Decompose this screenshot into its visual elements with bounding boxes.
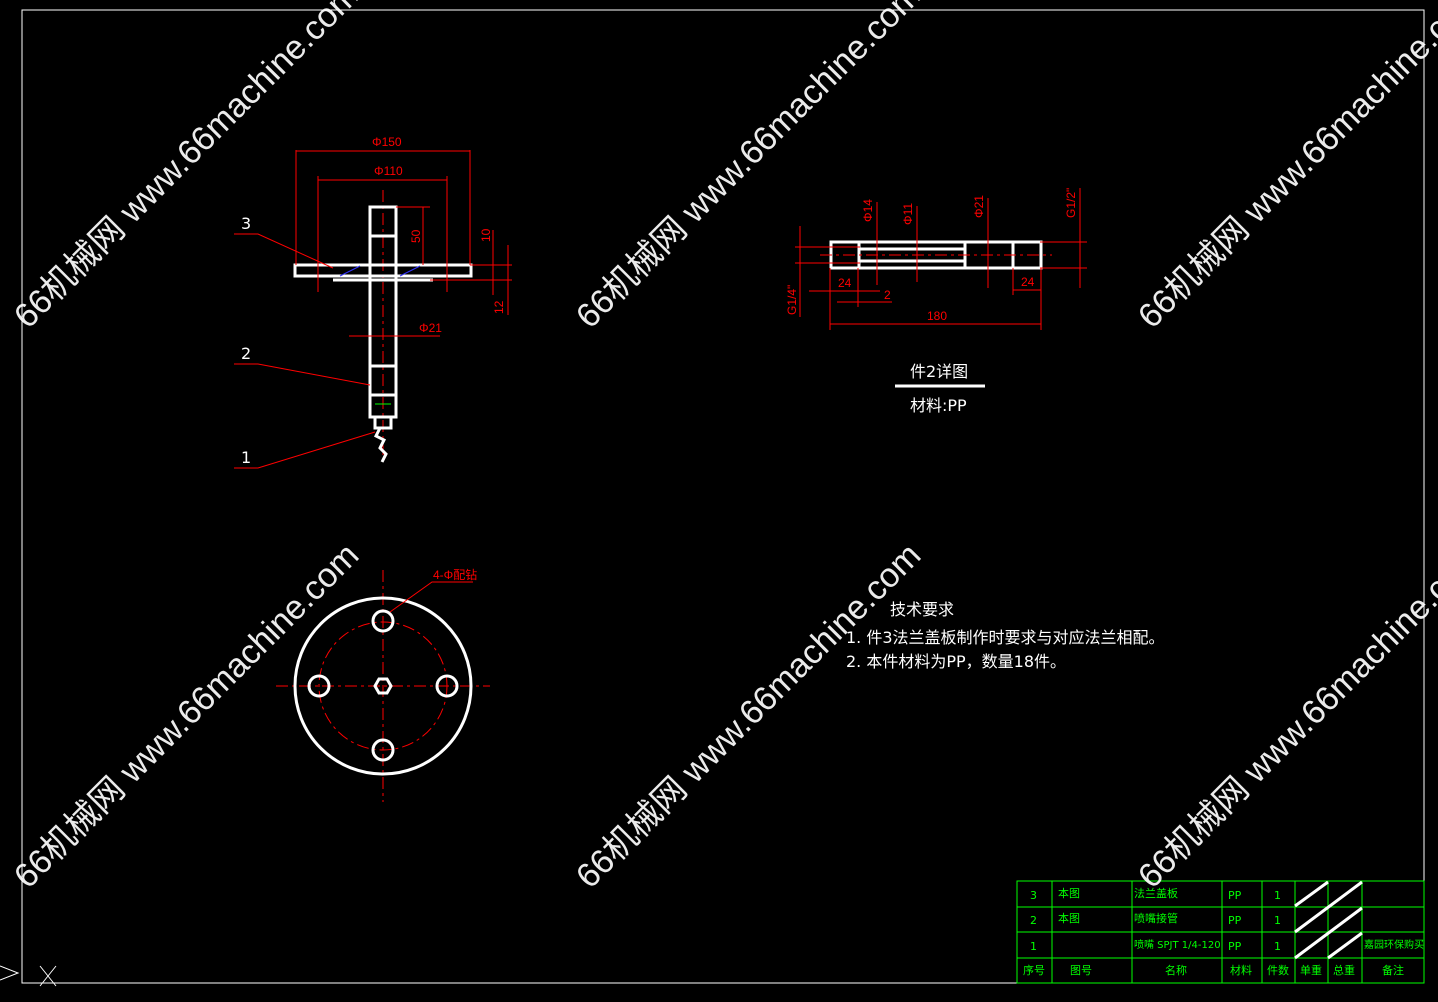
tech-requirements: 技术要求 1. 件3法兰盖板制作时要求与对应法兰相配。 2. 本件材料为PP，数… (846, 600, 1165, 671)
dim-h50: 50 (409, 229, 423, 243)
dim-g12: G1/2" (1064, 188, 1078, 218)
bom-h-totalwt: 总重 (1333, 963, 1355, 977)
watermark: 66机械网 www.66machine.com (7, 0, 367, 336)
bom-r3-no: 3 (1030, 889, 1037, 902)
dim-t10: 10 (479, 228, 493, 242)
watermark: 66机械网 www.66machine.com (1131, 536, 1438, 896)
bom-r3-qty: 1 (1274, 889, 1281, 902)
hole-note: 4-Φ配钻 (433, 567, 477, 582)
detail-material: 材料:PP (910, 396, 967, 415)
dim-d11: Φ11 (901, 203, 915, 225)
bom-table: 3 本图 法兰盖板 PP 1 2 本图 喷嘴接管 PP 1 1 喷嘴 SPJT … (1016, 880, 1425, 984)
watermark: 66机械网 www.66machine.com (7, 536, 367, 896)
bom-r2-dwg: 本图 (1058, 911, 1080, 925)
detail-view-part2: Φ14 Φ11 Φ21 G1/2" G1/4" 24 2 24 180 件2详图… (785, 188, 1087, 415)
leader-1: 1 (241, 448, 251, 467)
watermark: 66机械网 www.66machine.com (569, 536, 929, 896)
tech-item-2: 2. 本件材料为PP，数量18件。 (846, 652, 1066, 671)
dim-g14: G1/4" (785, 285, 799, 315)
watermark: 66机械网 www.66machine.com (569, 0, 929, 336)
bom-r2-mat: PP (1228, 914, 1242, 927)
ucs-icon (0, 965, 57, 987)
detail-title: 件2详图 (910, 362, 968, 381)
leader-2: 2 (241, 344, 251, 363)
dim-d110: Φ110 (374, 164, 403, 178)
dim-d14: Φ14 (861, 199, 875, 222)
bom-h-unitwt: 单重 (1300, 963, 1322, 977)
watermarks: 66机械网 www.66machine.com 66机械网 www.66mach… (7, 0, 1438, 896)
dim-d21: Φ21 (972, 195, 986, 218)
dim-l24a: 24 (838, 276, 852, 290)
dim-d21: Φ21 (419, 321, 442, 335)
assembly-view: Φ150 Φ110 50 10 12 Φ21 3 2 1 (234, 135, 512, 469)
bom-r1-qty: 1 (1274, 940, 1281, 953)
leader-3: 3 (241, 214, 251, 233)
drawing-border (21, 9, 1425, 984)
dim-d150: Φ150 (372, 135, 402, 149)
dim-l2: 2 (884, 288, 891, 302)
bom-h-name: 名称 (1165, 963, 1187, 977)
bom-r3-mat: PP (1228, 889, 1242, 902)
tech-item-1: 1. 件3法兰盖板制作时要求与对应法兰相配。 (846, 628, 1165, 647)
tech-title: 技术要求 (890, 600, 954, 619)
watermark: 66机械网 www.66machine.com (1131, 0, 1438, 336)
bom-r3-dwg: 本图 (1058, 886, 1080, 900)
bom-r2-qty: 1 (1274, 914, 1281, 927)
dim-l24b: 24 (1021, 275, 1035, 289)
dim-t12: 12 (492, 300, 506, 314)
bom-h-dwg: 图号 (1070, 964, 1092, 977)
bom-r3-name: 法兰盖板 (1134, 886, 1178, 900)
bom-h-mat: 材料 (1230, 963, 1252, 977)
dim-l180: 180 (927, 309, 947, 323)
bom-r1-no: 1 (1030, 940, 1037, 953)
bom-r1-mat: PP (1228, 940, 1242, 953)
bom-h-qty: 件数 (1267, 964, 1289, 977)
bom-r1-note: 嘉园环保购买 (1364, 938, 1424, 951)
bottom-view: 4-Φ配钻 (276, 567, 490, 802)
bom-r1-name: 喷嘴 SPJT 1/4-120 (1134, 939, 1221, 951)
bom-h-no: 序号 (1023, 963, 1045, 977)
bom-r2-name: 喷嘴接管 (1134, 911, 1178, 925)
bom-r2-no: 2 (1030, 914, 1037, 927)
bom-h-note: 备注 (1382, 963, 1404, 977)
